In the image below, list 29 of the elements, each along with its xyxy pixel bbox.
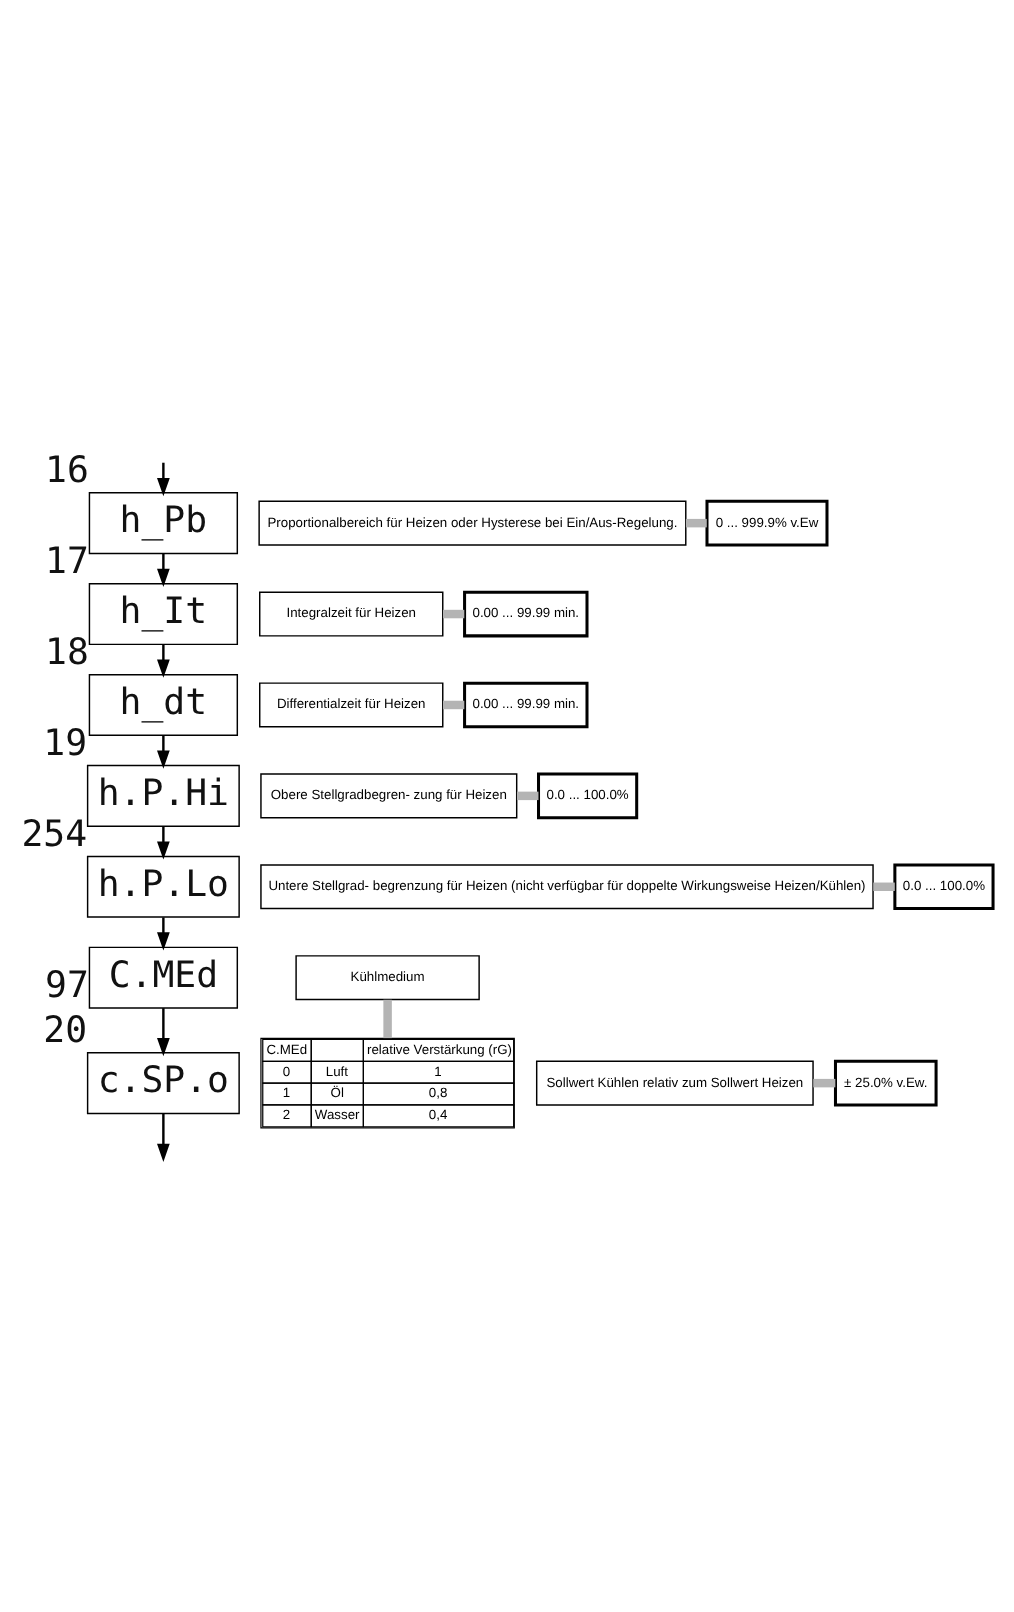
arrow	[157, 917, 170, 951]
arrow	[157, 1008, 170, 1057]
node-label: 16	[45, 449, 89, 492]
connector	[516, 791, 539, 801]
node-box: h_dt	[88, 673, 239, 736]
node-box: h_It	[88, 583, 239, 646]
node-label: 18	[45, 631, 89, 674]
node-label: 17	[45, 540, 89, 583]
node-box: c.SP.o	[86, 1052, 240, 1115]
node-label: 97	[45, 965, 89, 1008]
arrow	[157, 462, 170, 497]
arrow	[157, 826, 170, 860]
node-label: 19	[43, 722, 88, 765]
node-box: C.MEd	[88, 946, 239, 1009]
arrow	[157, 553, 170, 587]
connector	[442, 609, 465, 619]
connector	[442, 700, 465, 710]
arrow	[157, 1113, 170, 1162]
node-label: 254	[21, 813, 88, 856]
connector	[383, 999, 392, 1039]
arrow	[157, 644, 170, 678]
connector	[813, 1078, 836, 1088]
arrow	[157, 735, 170, 769]
node-box: h_Pb	[88, 492, 239, 555]
node-box: h.P.Hi	[86, 764, 240, 827]
connector	[873, 882, 895, 891]
node-label: 20	[43, 1009, 88, 1052]
node-box: h.P.Lo	[86, 855, 240, 918]
connector	[685, 518, 707, 528]
